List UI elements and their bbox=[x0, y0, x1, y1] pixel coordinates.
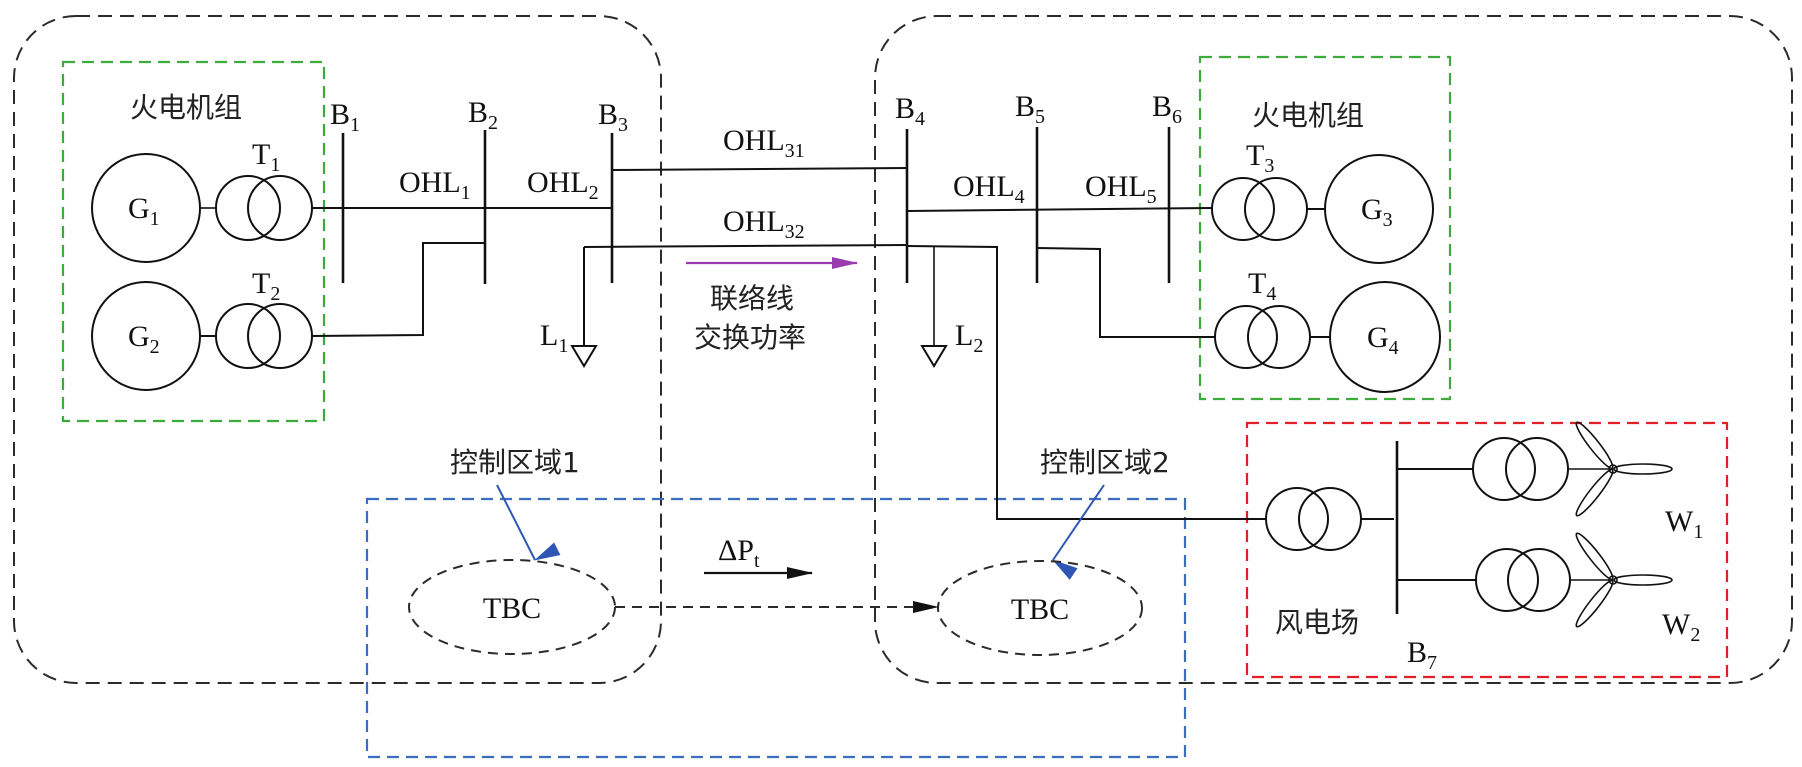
transformer-t2-label: T2 bbox=[252, 267, 280, 305]
line-ohl1-label: OHL1 bbox=[399, 166, 471, 204]
line-ohl31-label: OHL31 bbox=[723, 124, 805, 162]
control-area-1-pointer bbox=[496, 484, 561, 561]
delta-p-label: ΔPt bbox=[718, 534, 760, 572]
wind-turbine-w1-label: W1 bbox=[1665, 505, 1703, 543]
transformer-t1: T1 bbox=[215, 138, 313, 241]
transformer-t2: T2 bbox=[215, 267, 313, 369]
generator-g3-label: G3 bbox=[1361, 193, 1393, 231]
control-area-1-label: 控制区域1 bbox=[450, 446, 580, 479]
thermal-units-label-left: 火电机组 bbox=[130, 91, 242, 124]
transformer-t3-label: T3 bbox=[1246, 139, 1274, 177]
line-ohl5-label: OHL5 bbox=[1085, 170, 1157, 208]
bus-b7-label: B7 bbox=[1407, 636, 1437, 674]
control-region-2-border bbox=[874, 15, 1793, 684]
generator-g4: G4 bbox=[1329, 281, 1441, 393]
tbc-controller-1: TBC bbox=[408, 559, 616, 655]
transformer-t3: T3 bbox=[1211, 139, 1308, 241]
tie-line-ohl32 bbox=[583, 244, 908, 248]
tie-line-ohl31 bbox=[611, 167, 908, 171]
bus-b2-label: B2 bbox=[468, 96, 498, 134]
generator-g2-label: G2 bbox=[128, 320, 160, 358]
tbc-coordination-box bbox=[365, 497, 1187, 759]
tbc-1-label: TBC bbox=[483, 592, 541, 625]
transformer-t4-label: T4 bbox=[1248, 267, 1276, 305]
wind-farm-transformer bbox=[1265, 487, 1362, 551]
generator-g2: G2 bbox=[91, 281, 201, 391]
transformer-t4: T4 bbox=[1214, 267, 1311, 369]
load-l1: L1 bbox=[540, 247, 598, 368]
thermal-units-label-right: 火电机组 bbox=[1252, 99, 1364, 132]
thermal-units-box-left bbox=[61, 60, 326, 423]
load-l2-label: L2 bbox=[955, 319, 983, 357]
wind-turbine-w2-label: W2 bbox=[1662, 608, 1700, 646]
generator-g1: G1 bbox=[91, 153, 201, 263]
tbc-controller-2: TBC bbox=[937, 560, 1143, 656]
wind-turbine-w2-icon bbox=[1575, 532, 1673, 628]
bus-b3-label: B3 bbox=[598, 98, 628, 136]
bus-b5-label: B5 bbox=[1015, 90, 1045, 128]
tie-power-label-line2: 交换功率 bbox=[694, 321, 806, 354]
load-l2: L2 bbox=[920, 246, 983, 368]
line-ohl4-label: OHL4 bbox=[953, 170, 1025, 208]
wind-farm-label: 风电场 bbox=[1275, 606, 1359, 639]
generator-g1-label: G1 bbox=[128, 192, 160, 230]
control-area-2-pointer bbox=[1052, 484, 1105, 580]
wind-turbine-w1-icon bbox=[1575, 421, 1673, 517]
line-ohl2-label: OHL2 bbox=[527, 166, 599, 204]
load-l1-label: L1 bbox=[540, 319, 568, 357]
control-area-2-label: 控制区域2 bbox=[1040, 446, 1170, 479]
control-region-1-border bbox=[13, 15, 662, 684]
bus-b6-label: B6 bbox=[1152, 90, 1182, 128]
bus-b4-label: B4 bbox=[895, 92, 925, 130]
wind-farm-box bbox=[1245, 421, 1729, 679]
bus-b1-label: B1 bbox=[330, 98, 360, 136]
transformer-t1-label: T1 bbox=[252, 138, 280, 176]
generator-g4-label: G4 bbox=[1367, 321, 1399, 359]
generator-g3: G3 bbox=[1324, 154, 1434, 264]
thermal-units-box-right bbox=[1198, 55, 1452, 401]
tbc-2-label: TBC bbox=[1011, 593, 1069, 626]
line-ohl32-label: OHL32 bbox=[723, 205, 805, 243]
tie-power-label-line1: 联络线 bbox=[710, 282, 794, 315]
